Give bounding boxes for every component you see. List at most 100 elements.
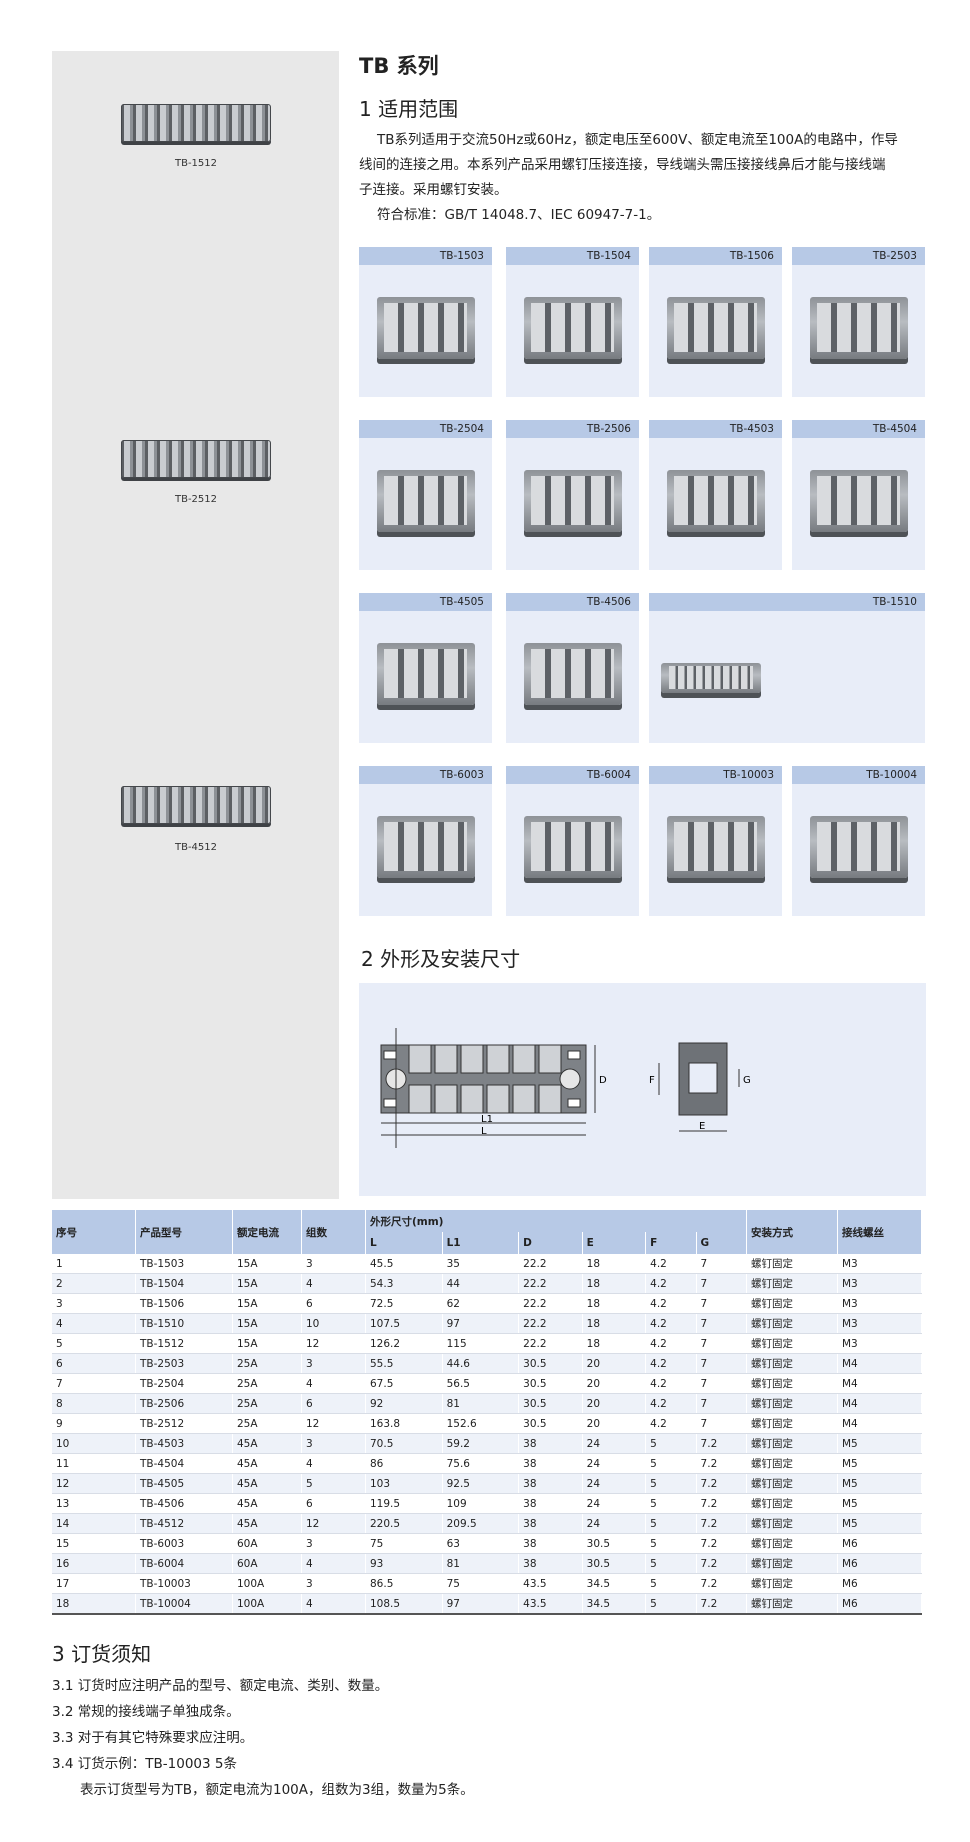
- table-cell: 108.5: [365, 1593, 443, 1615]
- product-card-label: TB-6004: [506, 766, 639, 784]
- col-header: 接线螺丝: [837, 1210, 922, 1254]
- table-cell: 30.5: [582, 1553, 647, 1574]
- product-card-label: TB-1510: [649, 593, 925, 611]
- terminal-block-image: [661, 663, 761, 693]
- table-cell: 107.5: [365, 1313, 443, 1334]
- table-cell: TB-10003: [135, 1573, 233, 1594]
- table-cell: M3: [837, 1313, 922, 1334]
- product-card: TB-2503: [792, 247, 925, 397]
- table-cell: 25A: [232, 1353, 302, 1374]
- section-heading: 1 适用范围: [359, 97, 459, 121]
- table-cell: 4: [301, 1373, 366, 1394]
- table-cell: 5: [645, 1533, 697, 1554]
- col-header: 额定电流: [232, 1210, 302, 1254]
- table-cell: 螺钉固定: [746, 1333, 838, 1354]
- table-cell: 12: [301, 1333, 366, 1354]
- table-cell: 4.2: [645, 1413, 697, 1434]
- table-cell: 螺钉固定: [746, 1453, 838, 1474]
- table-cell: M5: [837, 1473, 922, 1494]
- terminal-strip-image: [121, 440, 271, 478]
- terminal-block-image: [666, 470, 765, 532]
- terminal-cells: [531, 649, 614, 698]
- terminal-block-image: [809, 816, 908, 878]
- table-cell: 3: [52, 1293, 136, 1314]
- table-cell: 115: [442, 1333, 520, 1354]
- table-cell: 螺钉固定: [746, 1313, 838, 1334]
- table-cell: 20: [582, 1353, 647, 1374]
- table-cell: 20: [582, 1373, 647, 1394]
- product-label: TB-4512: [174, 842, 218, 853]
- table-cell: 3: [301, 1353, 366, 1374]
- product-card-label: TB-2504: [359, 420, 492, 438]
- table-cell: 44.6: [442, 1353, 520, 1374]
- table-cell: 3: [301, 1433, 366, 1454]
- order-item: 3.4 订货示例：TB-10003 5条: [52, 1756, 237, 1772]
- product-card-label: TB-2503: [792, 247, 925, 265]
- table-cell: 86: [365, 1453, 443, 1474]
- terminal-strip-image: [121, 786, 271, 824]
- table-cell: 43.5: [518, 1593, 583, 1615]
- table-cell: 38: [518, 1433, 583, 1454]
- table-cell: 63: [442, 1533, 520, 1554]
- table-cell: M6: [837, 1533, 922, 1554]
- table-cell: TB-4504: [135, 1453, 233, 1474]
- product-card-label: TB-4503: [649, 420, 782, 438]
- table-cell: TB-4506: [135, 1493, 233, 1514]
- table-cell: 152.6: [442, 1413, 520, 1434]
- table-cell: 38: [518, 1553, 583, 1574]
- table-cell: 螺钉固定: [746, 1273, 838, 1294]
- terminal-cells: [531, 303, 614, 352]
- table-cell: 55.5: [365, 1353, 443, 1374]
- table-cell: 56.5: [442, 1373, 520, 1394]
- table-cell: 6: [301, 1493, 366, 1514]
- col-header: 外形尺寸(mm): [365, 1210, 747, 1232]
- table-cell: 59.2: [442, 1433, 520, 1454]
- table-cell: 18: [582, 1333, 647, 1354]
- table-cell: 5: [645, 1553, 697, 1574]
- terminal-cells: [674, 303, 757, 352]
- product-card-label: TB-4506: [506, 593, 639, 611]
- table-cell: M5: [837, 1513, 922, 1534]
- product-card-label: TB-2506: [506, 420, 639, 438]
- table-cell: 12: [52, 1473, 136, 1494]
- terminal-block-image: [523, 470, 622, 532]
- table-cell: 18: [582, 1273, 647, 1294]
- table-cell: 45A: [232, 1433, 302, 1454]
- table-cell: TB-1510: [135, 1313, 233, 1334]
- table-cell: 7: [696, 1393, 748, 1414]
- terminal-cells: [817, 822, 900, 871]
- terminal-cells: [384, 476, 467, 525]
- table-cell: 5: [645, 1593, 697, 1615]
- table-cell: 34.5: [582, 1593, 647, 1615]
- table-cell: 18: [52, 1593, 136, 1615]
- order-note: 表示订货型号为TB，额定电流为100A，组数为3组，数量为5条。: [80, 1782, 474, 1798]
- table-cell: 24: [582, 1453, 647, 1474]
- table-cell: 10: [52, 1433, 136, 1454]
- table-cell: TB-2504: [135, 1373, 233, 1394]
- table-cell: 92: [365, 1393, 443, 1414]
- table-cell: 14: [52, 1513, 136, 1534]
- table-cell: TB-4503: [135, 1433, 233, 1454]
- product-label: TB-2512: [174, 494, 218, 505]
- table-cell: 螺钉固定: [746, 1553, 838, 1574]
- table-cell: 螺钉固定: [746, 1573, 838, 1594]
- table-cell: 16: [52, 1553, 136, 1574]
- table-cell: 螺钉固定: [746, 1473, 838, 1494]
- table-cell: 15A: [232, 1254, 302, 1274]
- table-cell: 22.2: [518, 1254, 583, 1274]
- terminal-block-image: [666, 816, 765, 878]
- table-cell: 4: [301, 1593, 366, 1615]
- table-cell: 螺钉固定: [746, 1254, 838, 1274]
- table-cell: 220.5: [365, 1513, 443, 1534]
- dim-label-F: F: [649, 1075, 655, 1086]
- terminal-block-image: [376, 297, 475, 359]
- col-header: 安装方式: [746, 1210, 838, 1254]
- table-cell: M4: [837, 1413, 922, 1434]
- table-cell: 30.5: [518, 1373, 583, 1394]
- table-cell: 5: [645, 1493, 697, 1514]
- table-cell: 4.2: [645, 1254, 697, 1274]
